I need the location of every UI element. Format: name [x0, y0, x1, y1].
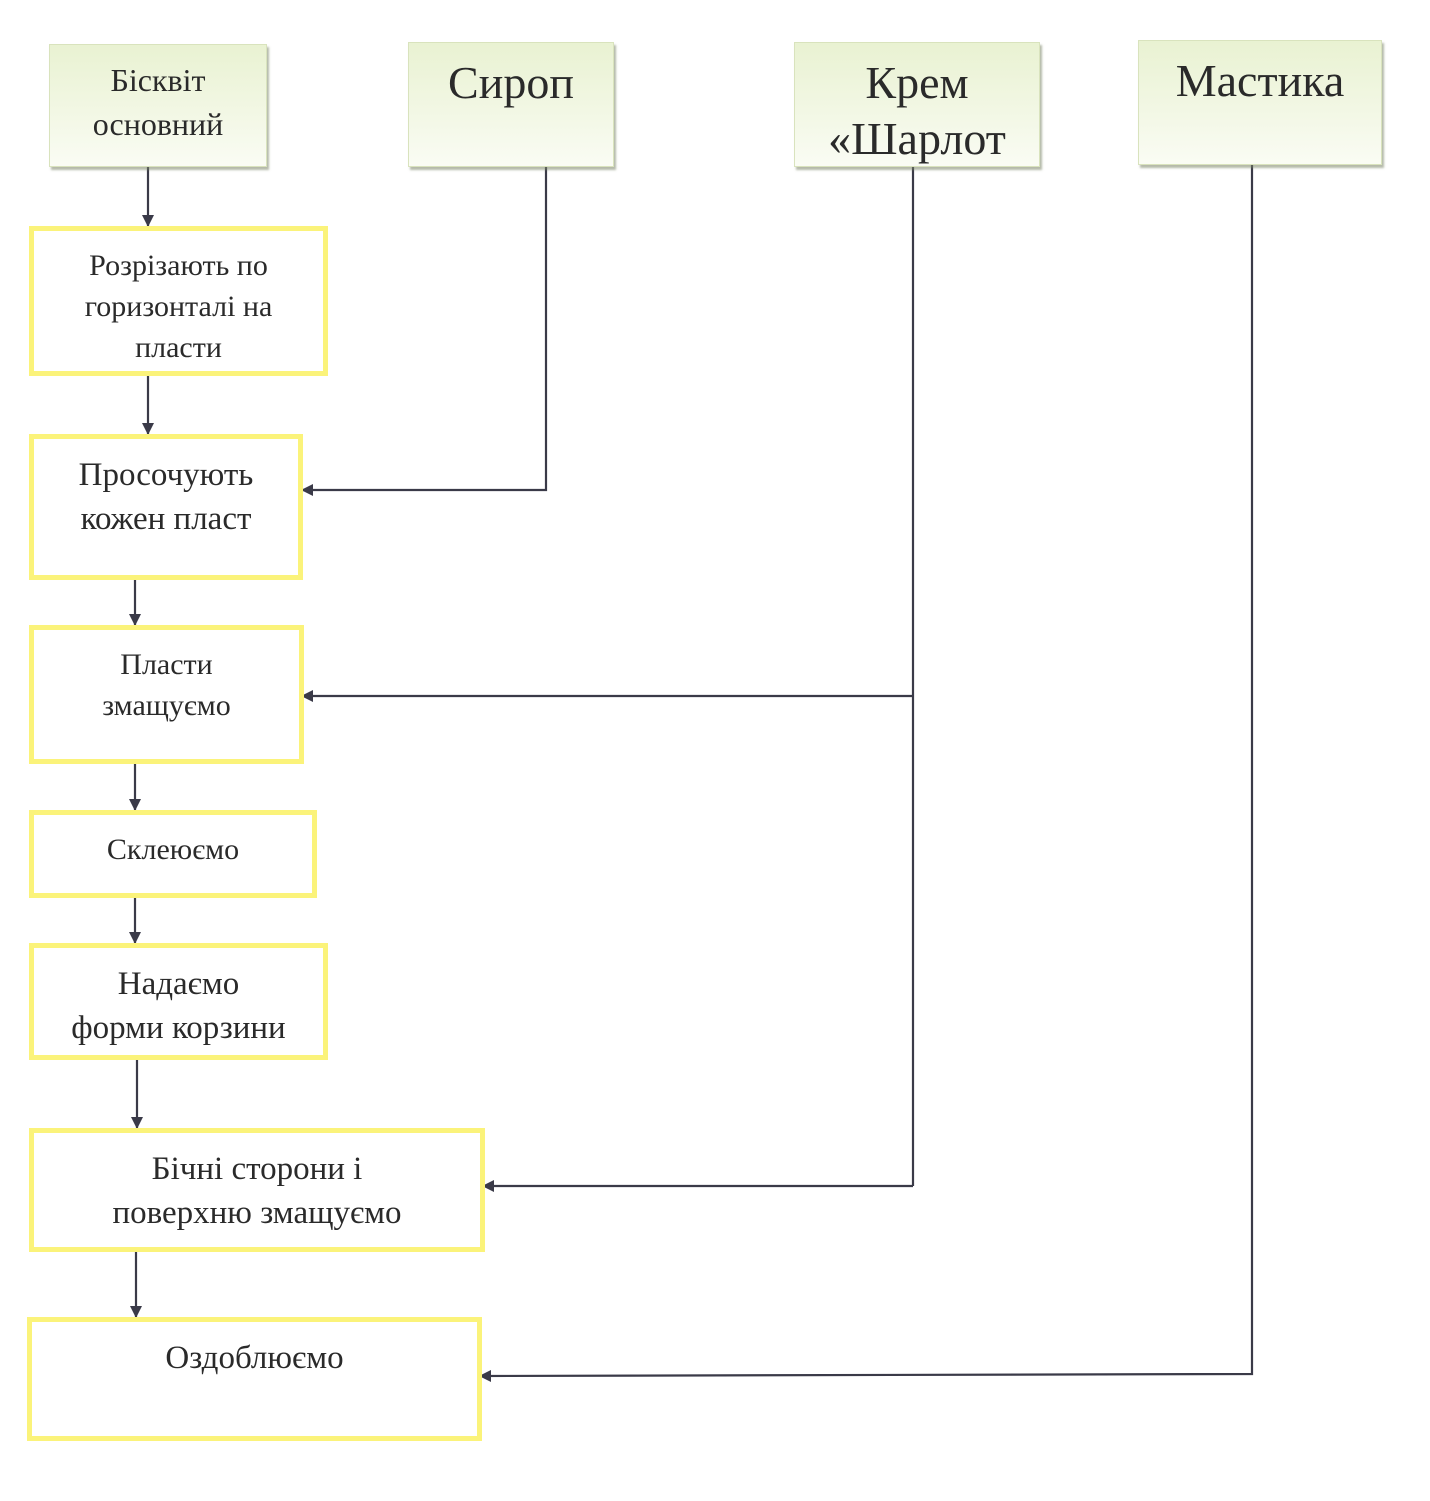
source-syrup: Сироп — [408, 42, 614, 167]
step-grease-layers-label: Пласти змащуємо — [102, 648, 231, 722]
source-mastic-label: Мастика — [1175, 55, 1345, 106]
step-soak-layers-label: Просочують кожен пласт — [78, 457, 254, 537]
source-syrup-label: Сироп — [448, 57, 574, 108]
arrow-syrup-to-soak — [301, 167, 548, 496]
source-biscuit: Бісквіт основний — [49, 44, 267, 167]
arrow-mastic-to-decorate — [479, 165, 1254, 1382]
step-decorate-label: Оздоблюємо — [165, 1340, 344, 1376]
source-biscuit-label: Бісквіт основний — [92, 62, 224, 142]
source-cream-label: Крем «Шарлот — [828, 57, 1006, 164]
source-mastic: Мастика — [1138, 40, 1382, 165]
step-cut-layers: Розрізають по горизонталі на пласти — [29, 226, 328, 376]
step-glue-label: Склеюємо — [106, 833, 240, 866]
step-grease-layers: Пласти змащуємо — [29, 625, 304, 764]
step-decorate: Оздоблюємо — [27, 1317, 482, 1441]
step-soak-layers: Просочують кожен пласт — [29, 434, 303, 580]
step-shape-basket: Надаємо форми корзини — [29, 943, 328, 1060]
step-glue: Склеюємо — [29, 810, 317, 898]
step-grease-sides-label: Бічні сторони і поверхню змащуємо — [112, 1151, 402, 1231]
source-cream: Крем «Шарлот — [794, 42, 1040, 167]
step-grease-sides: Бічні сторони і поверхню змащуємо — [29, 1128, 485, 1252]
step-shape-basket-label: Надаємо форми корзини — [71, 966, 286, 1046]
step-cut-layers-label: Розрізають по горизонталі на пласти — [84, 249, 273, 364]
